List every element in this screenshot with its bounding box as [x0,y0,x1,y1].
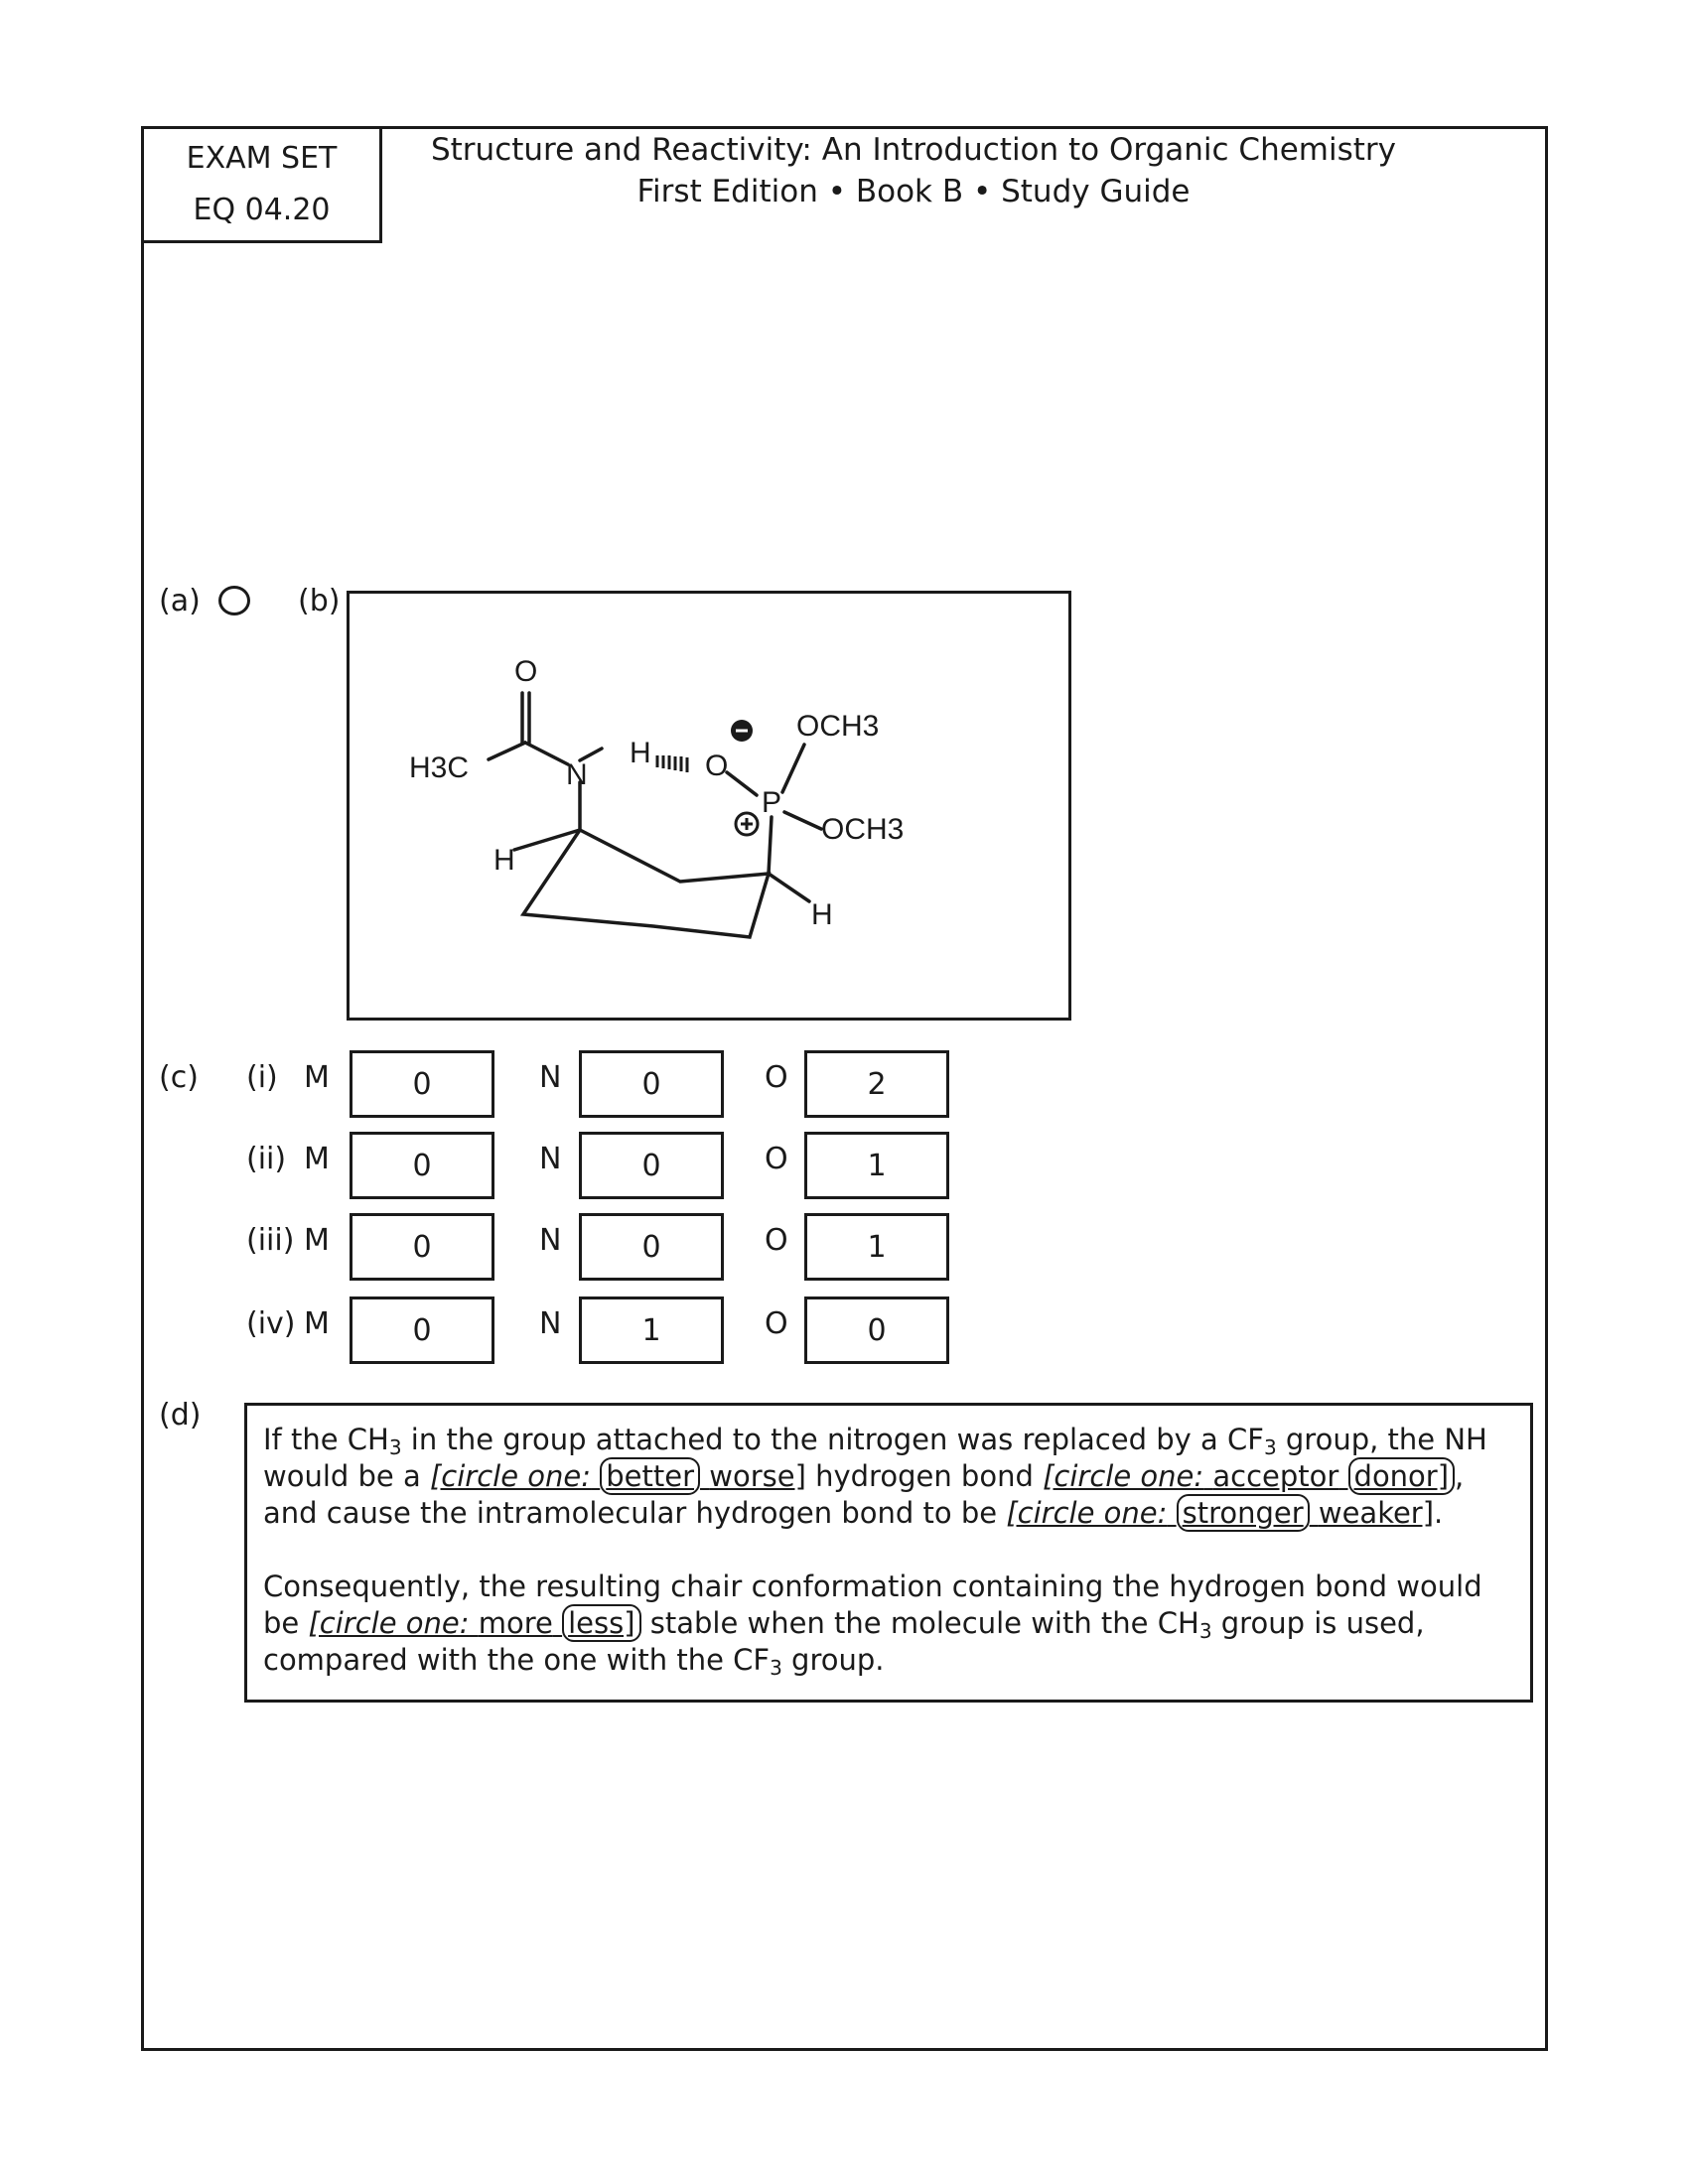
amide-bond [523,741,570,766]
subscript: 3 [1263,1435,1277,1459]
molecule-structure-box: O H3C N H O P OCH3 OCH3 H H [347,591,1071,1021]
part-d-label: (d) [159,1398,202,1433]
answer-paragraph-1: If the CH3 in the group attached to the … [263,1422,1514,1532]
nh-bond [578,747,604,762]
letter-m: M [304,1060,330,1095]
text-segment: , and cause the intramolecular hydrogen … [263,1459,1465,1530]
atom-o-neg: O [705,750,728,782]
book-subtitle: First Edition • Book B • Study Guide [636,174,1191,209]
subscript: 3 [770,1656,782,1680]
choice-option: worse] [709,1459,806,1493]
letter-o: O [765,1223,788,1258]
choice-option: more [478,1606,553,1640]
choice-more-less: [circle one: more less] [308,1604,641,1642]
value-box-m: 0 [350,1213,494,1281]
answer-paragraph-2: Consequently, the resulting chair confor… [263,1569,1514,1679]
letter-n: N [539,1306,562,1341]
part-b-label: (b) [298,584,341,618]
och3-top: OCH3 [796,710,879,743]
text-segment: group. [781,1643,885,1677]
choice-option: weaker] [1318,1496,1435,1530]
row-label: (i) [246,1060,278,1095]
choice-prefix: [circle one: [429,1459,592,1493]
letter-n: N [539,1223,562,1258]
o-p-bond [725,770,759,797]
row-label: (ii) [246,1142,287,1176]
answer-circle-o [218,586,250,615]
part-a-label: (a) [159,584,201,618]
atom-h-left: H [493,844,515,877]
exam-set-label: EXAM SET [186,141,338,176]
value-box-o: 0 [804,1297,949,1364]
letter-m: M [304,1306,330,1341]
positive-charge [734,811,760,837]
letter-n: N [539,1142,562,1176]
hydrogen-bond-hashes [655,755,689,772]
subscript: 3 [1198,1619,1212,1643]
value-box-o: 1 [804,1213,949,1281]
text-segment: hydrogen bond [805,1459,1044,1493]
circled-answer: stronger [1176,1494,1310,1532]
choice-better-worse: [circle one: better worse] [430,1457,806,1495]
choice-acceptor-donor: [circle one: acceptor donor] [1043,1457,1456,1495]
text-segment: Consequently, the resulting chair confor… [263,1570,1482,1640]
chair-ring [519,828,772,939]
letter-o: O [765,1060,788,1095]
circled-answer: donor] [1347,1457,1456,1495]
p-och3-right-bond [782,810,823,831]
value-box-m: 0 [350,1132,494,1199]
exam-question-id: EQ 04.20 [193,193,331,227]
page-header: Structure and Reactivity: An Introductio… [417,129,1410,212]
atom-p: P [762,786,781,819]
methyl-bond [487,741,527,761]
letter-n: N [539,1060,562,1095]
letter-o: O [765,1142,788,1176]
value-box-n: 0 [579,1050,724,1118]
part-c-label: (c) [159,1060,199,1095]
answer-text-box: If the CH3 in the group attached to the … [244,1403,1533,1703]
choice-prefix: [circle one: [1043,1459,1204,1493]
text-segment: stable when the molecule with the CH [640,1606,1199,1640]
negative-charge [731,720,753,742]
row-label: (iv) [246,1306,296,1341]
circled-answer: better [600,1457,701,1495]
text-segment: If the CH [263,1423,389,1456]
circled-answer: less] [562,1604,641,1642]
book-title: Structure and Reactivity: An Introductio… [430,132,1397,168]
text-segment: . [1434,1496,1444,1530]
choice-option: acceptor [1212,1459,1339,1493]
value-box-o: 1 [804,1132,949,1199]
subscript: 3 [388,1435,402,1459]
value-box-m: 0 [350,1050,494,1118]
atom-h-nh: H [630,737,651,769]
atom-h-right: H [811,898,833,931]
p-och3-top-bond [780,743,806,794]
value-box-n: 1 [579,1297,724,1364]
text-segment: in the group attached to the nitrogen wa… [401,1423,1264,1456]
value-box-n: 0 [579,1132,724,1199]
row-label: (iii) [246,1223,295,1258]
value-box-o: 2 [804,1050,949,1118]
atom-h3c: H3C [409,751,469,784]
och3-right: OCH3 [821,813,904,846]
letter-m: M [304,1142,330,1176]
exam-set-box: EXAM SET EQ 04.20 [141,126,382,243]
choice-prefix: [circle one: [308,1606,470,1640]
letter-m: M [304,1223,330,1258]
page-frame [141,126,1548,2051]
ring-h-right-bond [767,872,811,903]
value-box-m: 0 [350,1297,494,1364]
letter-o: O [765,1306,788,1341]
ring-p-bond [767,815,774,876]
choice-prefix: [circle one: [1006,1496,1168,1530]
value-box-n: 0 [579,1213,724,1281]
choice-stronger-weaker: [circle one: stronger weaker] [1006,1494,1434,1532]
ring-h-left-bond [512,828,582,852]
atom-o-top: O [514,655,537,688]
atom-n: N [566,758,588,791]
text-segment: group, the NH would be a [263,1423,1487,1493]
text-segment: group is used, compared with the one wit… [263,1606,1425,1677]
molecule-diagram: O H3C N H O P OCH3 OCH3 H H [409,655,904,939]
